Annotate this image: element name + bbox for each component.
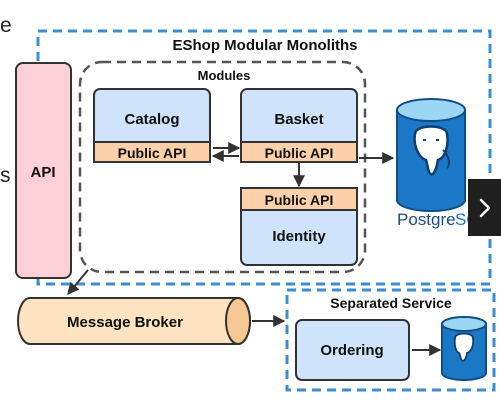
monolith-title: EShop Modular Monoliths (173, 37, 358, 54)
partial-text-top-left: e (0, 14, 12, 37)
next-slide-button[interactable] (468, 179, 501, 236)
modules-boundary (78, 60, 367, 274)
identity-public-api (240, 187, 358, 211)
api-label: API (30, 164, 55, 181)
separated-service-title: Separated Service (330, 295, 452, 311)
modules-to-broker-arrow (67, 269, 89, 295)
api-box (15, 62, 72, 279)
identity-label: Identity (272, 228, 326, 245)
basket-public-api-label: Public API (265, 145, 334, 161)
basket-label: Basket (274, 111, 323, 128)
postgresql-database-small-icon (441, 316, 487, 381)
partial-text-mid-left: s (0, 164, 11, 187)
catalog-label: Catalog (124, 111, 179, 128)
ordering-label: Ordering (320, 342, 383, 359)
separated-service-boundary (285, 288, 496, 392)
catalog-public-api-label: Public API (118, 145, 187, 161)
ordering-service (295, 319, 410, 381)
basket-public-api (240, 141, 358, 163)
chevron-right-icon (479, 198, 490, 217)
message-broker-label: Message Broker (67, 314, 183, 331)
identity-public-api-label: Public API (265, 192, 334, 208)
postgresql-database-icon (396, 98, 466, 212)
message-broker (17, 297, 251, 345)
modules-label: Modules (198, 68, 251, 83)
catalog-public-api (93, 141, 211, 163)
database-label: Postgre (397, 210, 456, 229)
